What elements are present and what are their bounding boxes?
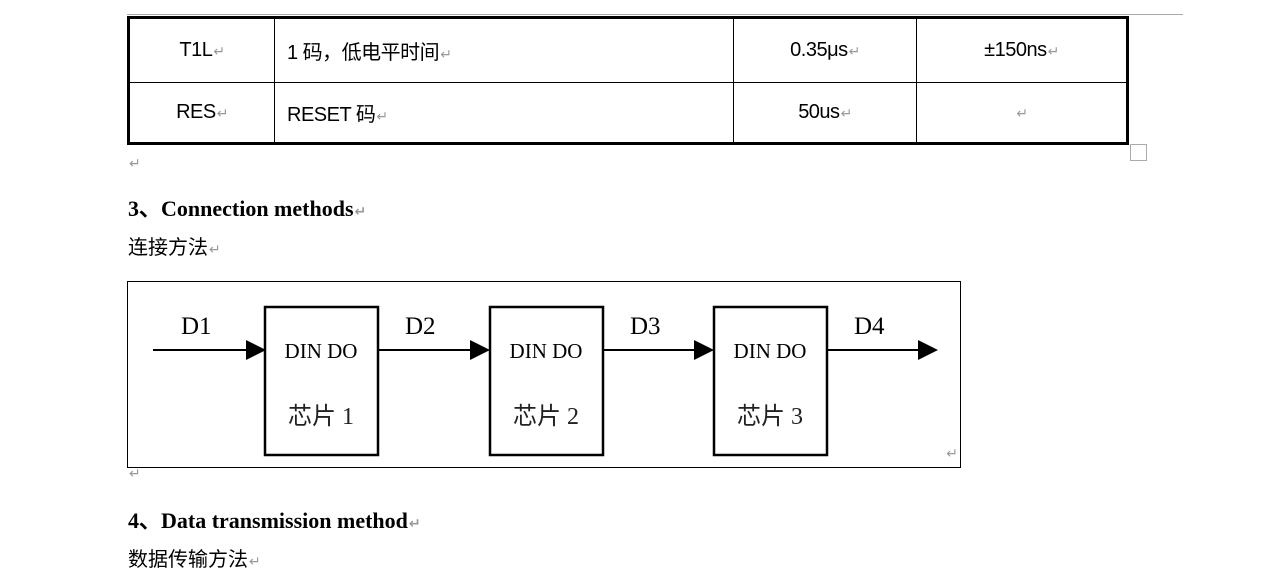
chip-box <box>712 305 829 457</box>
signal-label: D3 <box>630 313 661 340</box>
section-4-heading: 4、Data transmission method <box>128 503 421 535</box>
chip-label: 芯片 2 <box>513 403 579 430</box>
empty-paragraph <box>128 156 141 173</box>
connection-diagram: D1 D2 D3 D4 DIN DO DIN DO DIN DO 芯片 1 芯片… <box>127 281 961 468</box>
section-3-heading: 3、Connection methods <box>128 191 366 223</box>
chip-box <box>263 305 380 457</box>
symbol-cell: T1L <box>179 39 224 61</box>
tolerance-cell: ±150ns <box>984 39 1059 61</box>
section-3-subtitle: 连接方法 <box>128 231 221 260</box>
tolerance-cell <box>1015 101 1027 123</box>
value-cell: 0.35μs <box>790 39 860 61</box>
description-cell: RESET 码 <box>287 104 388 126</box>
chip-label: 芯片 3 <box>737 403 803 430</box>
timing-table: T1L 1 码，低电平时间 0.35μs ±150ns RES RESET 码 … <box>127 16 1129 145</box>
value-cell: 50us <box>798 101 852 123</box>
chip-box <box>488 305 605 457</box>
chip-pins: DIN DO <box>734 339 807 363</box>
header-rule <box>127 14 1183 15</box>
signal-label: D2 <box>405 313 436 340</box>
description-cell: 1 码，低电平时间 <box>287 42 451 64</box>
table-row: T1L 1 码，低电平时间 0.35μs ±150ns <box>128 17 1128 83</box>
chip-pins: DIN DO <box>510 339 583 363</box>
paragraph-mark <box>945 445 958 463</box>
symbol-cell: RES <box>176 101 228 123</box>
table-resize-handle[interactable] <box>1130 144 1147 161</box>
section-4-subtitle: 数据传输方法 <box>128 543 261 572</box>
chip-pins: DIN DO <box>285 339 358 363</box>
signal-label: D1 <box>181 313 212 340</box>
table-row: RES RESET 码 50us <box>128 82 1128 144</box>
signal-label: D4 <box>854 313 885 340</box>
chip-label: 芯片 1 <box>288 403 354 430</box>
empty-paragraph <box>128 466 141 483</box>
